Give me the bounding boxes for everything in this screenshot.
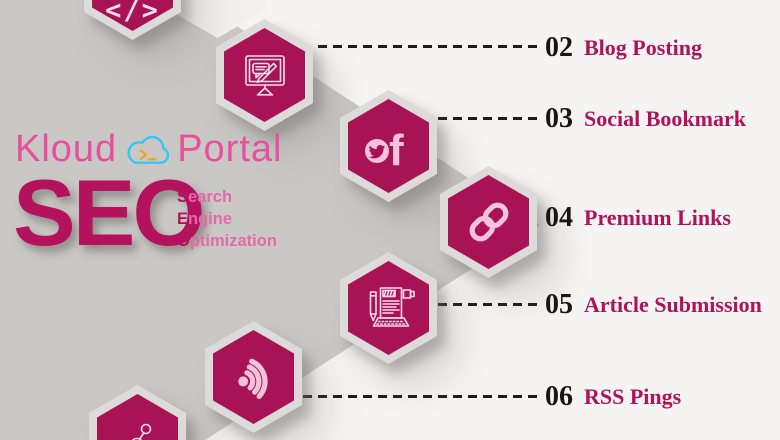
tagline-line-optimization: Optimization [177,232,277,250]
hexagon-rss-pings [205,321,302,433]
step-blog-posting: 02 Blog Posting [545,32,702,63]
step-number: 02 [545,32,573,63]
logo-kloud-text: Kloud [15,128,118,170]
seo-tagline: Search Engine Optimization [177,186,277,252]
step-label: Article Submission [584,292,762,317]
hexagon-network [89,385,186,440]
step-number: 04 [545,202,573,233]
step-article-submission: 05 Article Submission [545,289,762,320]
cloud-terminal-icon [127,135,170,164]
rss-signal-icon [237,358,268,399]
step-number: 03 [545,103,573,134]
step-rss-pings: 06 RSS Pings [545,381,682,412]
step-label: Social Bookmark [584,106,746,131]
step-number: 05 [545,289,573,320]
connector-article-submission [438,303,542,306]
step-label: Premium Links [584,205,731,230]
tagline-line-search: Search [177,188,233,206]
chain-link-icon [469,202,508,242]
twitter-facebook-icon: f [364,126,404,169]
seo-title: SEO [13,160,206,265]
facebook-f-icon: f [389,126,404,169]
connector-social-bookmark [438,117,542,120]
step-number: 06 [545,381,573,412]
hexagon-blog-posting [216,19,313,131]
hexagon-code: </> [84,0,181,40]
step-premium-links: 04 Premium Links [545,202,731,233]
hexagon-article-submission [340,252,437,364]
blog-writing-monitor-icon [244,55,285,96]
typewriter-pencil-icon [369,287,415,327]
step-label: RSS Pings [584,384,682,409]
logo-portal-text: Portal [177,128,283,170]
connector-rss-pings [303,395,542,398]
kloudportal-logo: Kloud Portal [15,127,282,172]
network-nodes-icon [123,423,152,440]
twitter-bird-icon [368,144,385,159]
tagline-line-engine: Engine [177,210,233,228]
hexagon-social-bookmark: f [340,90,437,202]
hexagon-premium-links [440,166,537,278]
step-label: Blog Posting [584,35,702,60]
step-social-bookmark: 03 Social Bookmark [545,103,746,134]
connector-blog-posting [318,45,542,48]
